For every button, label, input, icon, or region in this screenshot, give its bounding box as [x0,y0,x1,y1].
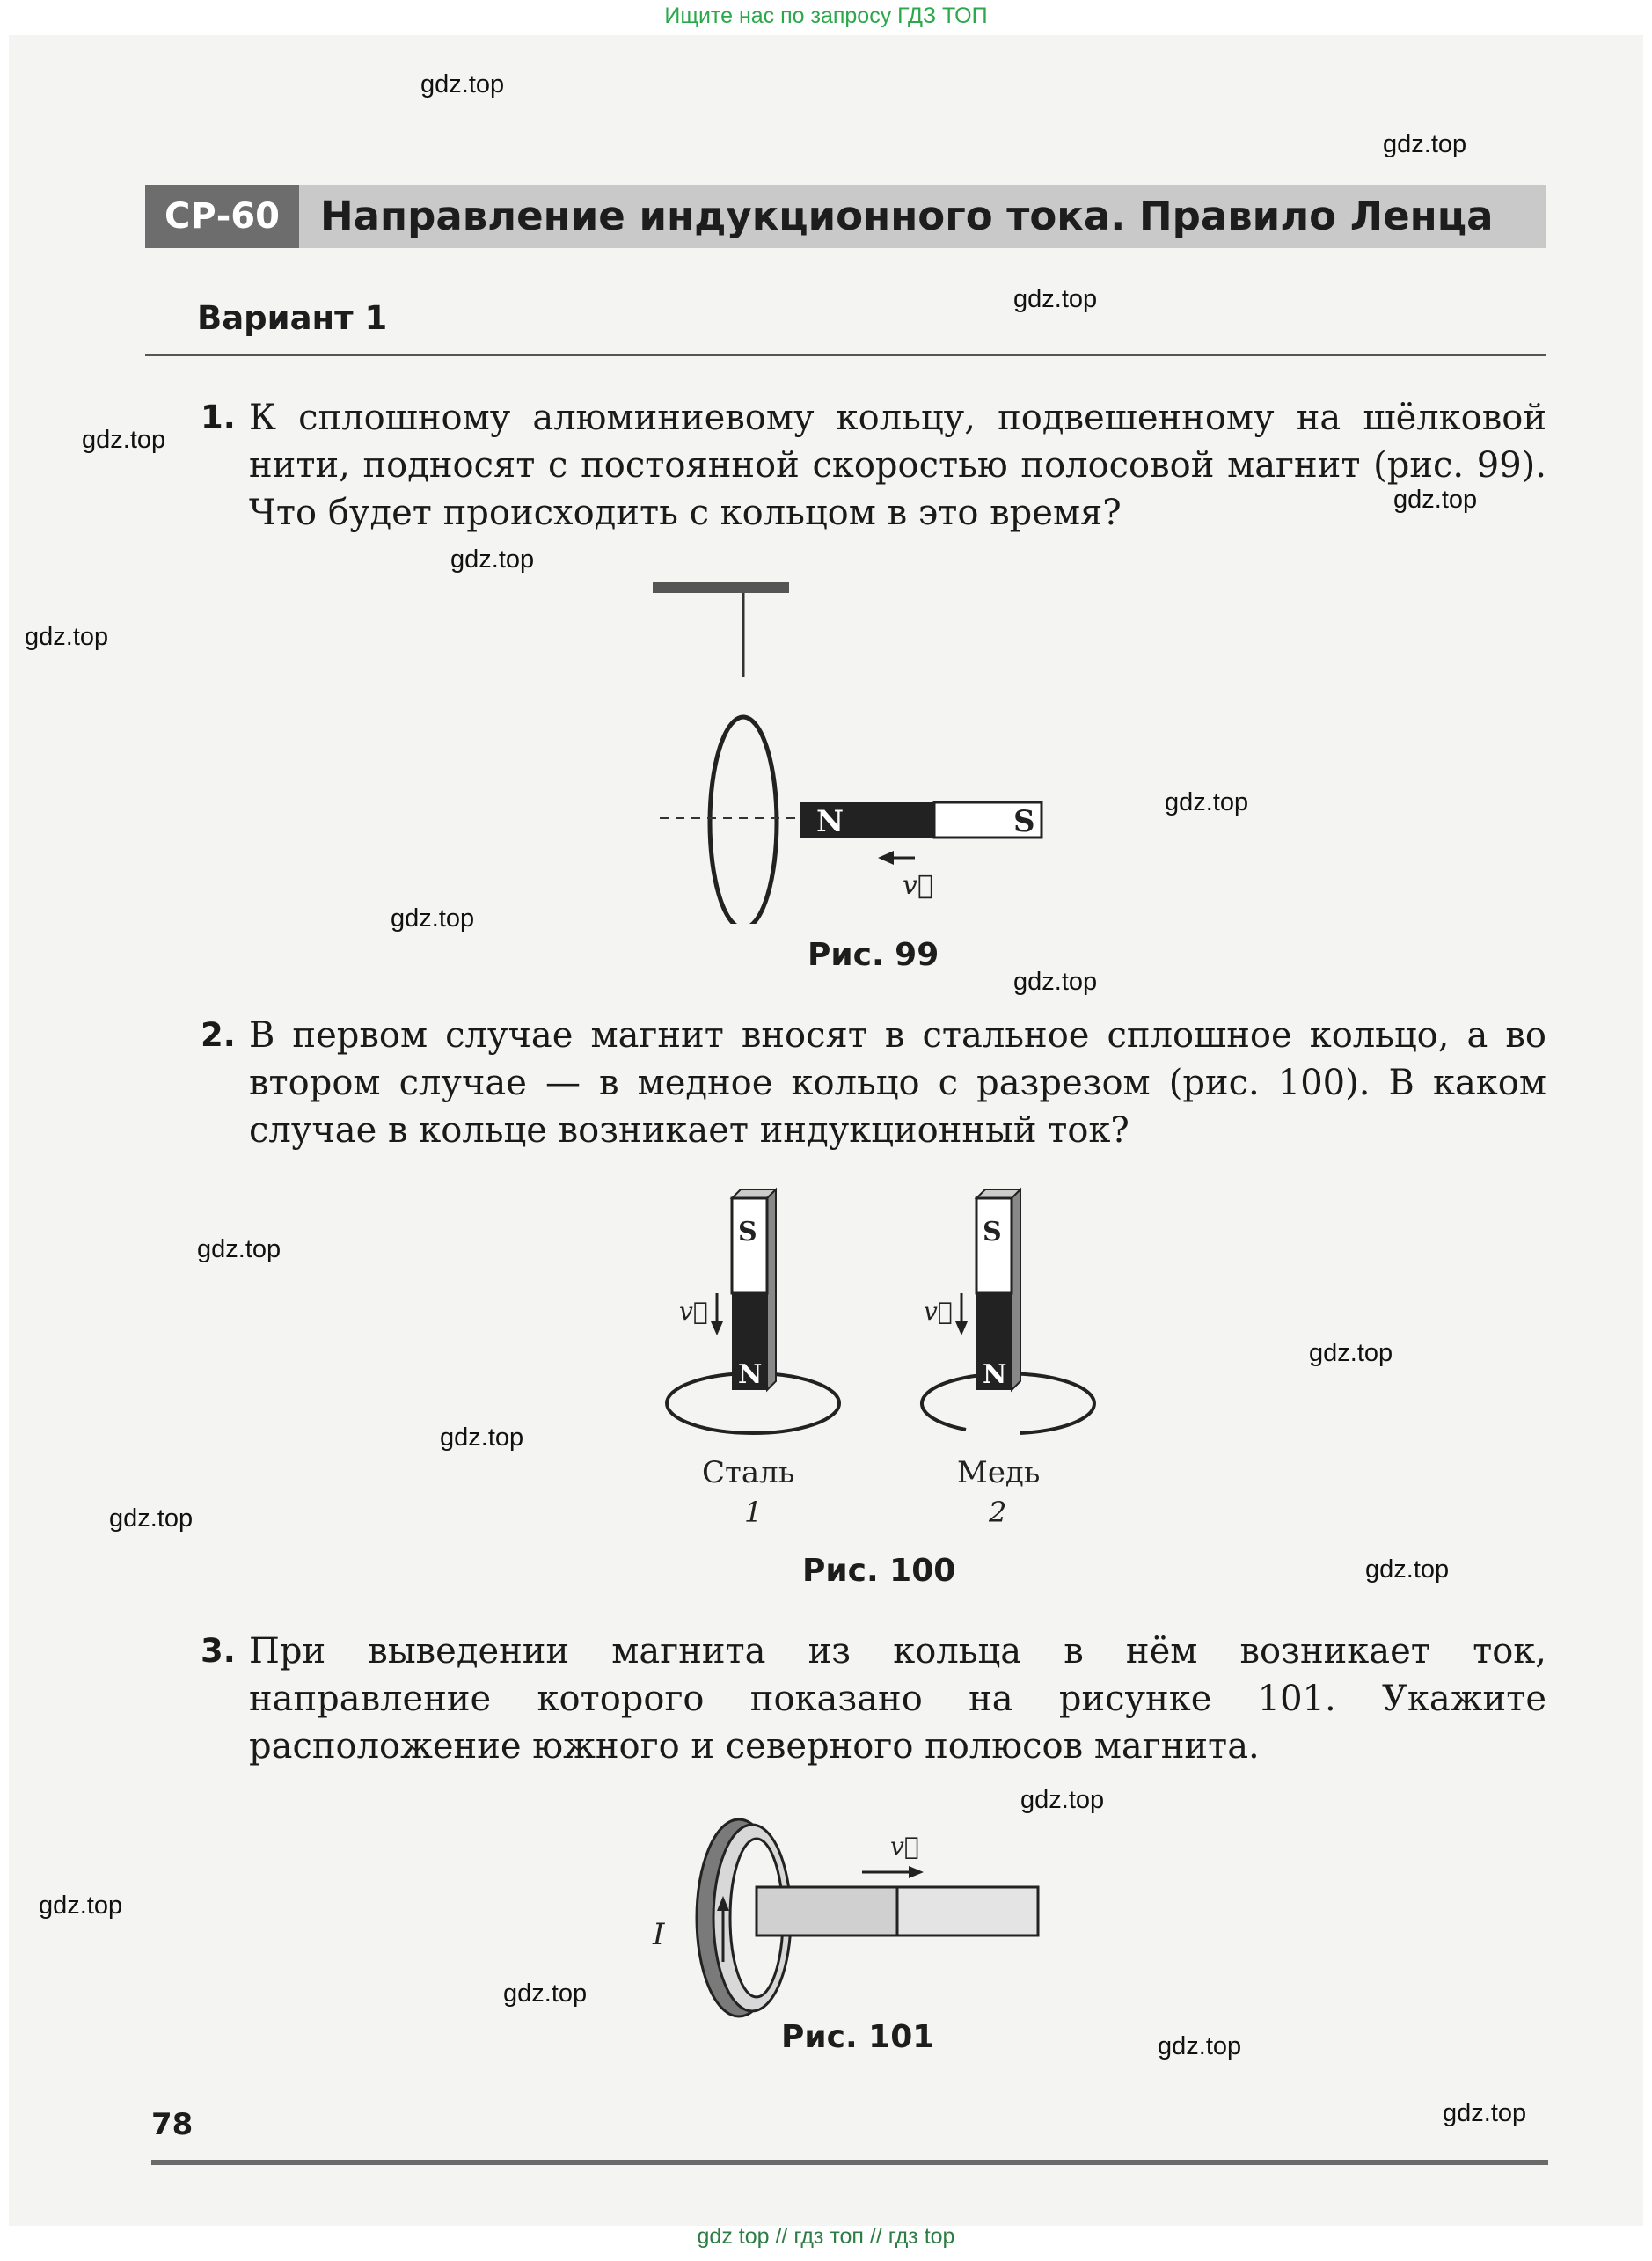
watermark: gdz.top [1393,486,1478,514]
copper-label: Медь [957,1455,1040,1490]
watermark: gdz.top [440,1423,524,1452]
pole-n-label: N [816,804,844,839]
magnet-right-half [895,1885,1040,1937]
case-1-label: 1 [744,1496,762,1529]
current-arrowhead [717,1896,729,1911]
aluminum-ring [707,714,779,924]
task-text: К сплошному алюминиевому кольцу, подвеше… [249,398,1546,533]
watermark: gdz.top [1309,1339,1393,1367]
copper-ring-with-gap [920,1372,1096,1435]
watermark: gdz.top [420,70,505,99]
magnet-south-half [932,801,1043,839]
pole-s-label: S [983,1217,1002,1248]
section-title: Направление индукционного тока. Правило … [320,193,1494,239]
watermark: gdz.top [1165,788,1249,816]
figure-99-caption: Рис. 99 [808,937,939,973]
velocity-label: v⃗ [924,1297,953,1326]
velocity-label: v⃗ [903,870,933,901]
watermark: gdz.top [1158,2032,1242,2060]
header-bar [145,185,1546,248]
pole-n-label: N [738,1359,762,1390]
magnet-south-half [975,1196,1013,1295]
task-text: В первом случае магнит вносят в стальное… [249,1015,1546,1151]
case-2-label: 2 [988,1496,1006,1529]
pole-s-label: S [1013,804,1035,839]
task-1: 1. К сплошному алюминиевому кольцу, подв… [201,394,1546,537]
task-number: 3. [201,1632,236,1670]
figure-101-caption: Рис. 101 [781,2019,935,2055]
watermark: gdz.top [25,623,109,651]
page-number: 78 [151,2107,194,2142]
magnet-north-half [732,1293,767,1390]
watermark: gdz.top [109,1504,194,1533]
task-number: 2. [201,1016,236,1054]
watermark: gdz.top [1383,130,1467,158]
pole-s-label: S [738,1217,757,1248]
figure-99: N S v⃗ [653,582,1043,924]
watermark: gdz.top [82,426,166,454]
textbook-page [9,35,1643,2226]
variant-divider [145,354,1546,356]
footer-divider [151,2160,1548,2165]
magnet-north-half [976,1293,1012,1390]
figure-100: S N v⃗ Сталь 1 S N v⃗ Медь 2 [665,1187,1096,1529]
steel-label: Сталь [702,1455,794,1490]
watermark: gdz.top [1020,1786,1105,1814]
velocity-arrowhead [711,1321,723,1335]
magnet-left-half [755,1885,899,1937]
watermark: gdz.top [1013,968,1098,996]
magnet-south-half [730,1196,769,1295]
velocity-arrowhead [909,1866,924,1878]
watermark: gdz.top [39,1891,123,1920]
ceiling-support [653,582,789,593]
figure-101: I v⃗ [652,1818,1040,2018]
watermark: gdz.top [197,1235,281,1263]
task-2: 2. В первом случае магнит вносят в сталь… [201,1012,1546,1154]
current-label: I [652,1917,665,1952]
variant-heading: Вариант 1 [197,299,388,337]
task-3: 3. При выведении магнита из кольца в нём… [201,1628,1546,1770]
watermark: gdz.top [1013,285,1098,313]
watermark: gdz.top [391,904,475,933]
figure-100-caption: Рис. 100 [802,1553,956,1589]
watermark: gdz.top [1365,1555,1450,1584]
watermark: gdz.top [450,545,535,574]
velocity-label: v⃗ [890,1832,919,1861]
magnet-north-half [800,802,934,838]
pole-n-label: N [983,1359,1006,1390]
section-code: СР-60 [145,185,299,248]
watermark: gdz.top [1443,2099,1527,2127]
bottom-banner[interactable]: gdz top // гдз топ // гдз top [697,2224,955,2249]
velocity-label: v⃗ [679,1297,708,1326]
task-text: При выведении магнита из кольца в нём во… [249,1631,1546,1767]
velocity-arrowhead [955,1321,968,1335]
task-number: 1. [201,399,236,436]
velocity-arrowhead [878,851,894,865]
top-banner[interactable]: Ищите нас по запросу ГДЗ ТОП [664,4,988,28]
watermark: gdz.top [503,1979,588,2008]
